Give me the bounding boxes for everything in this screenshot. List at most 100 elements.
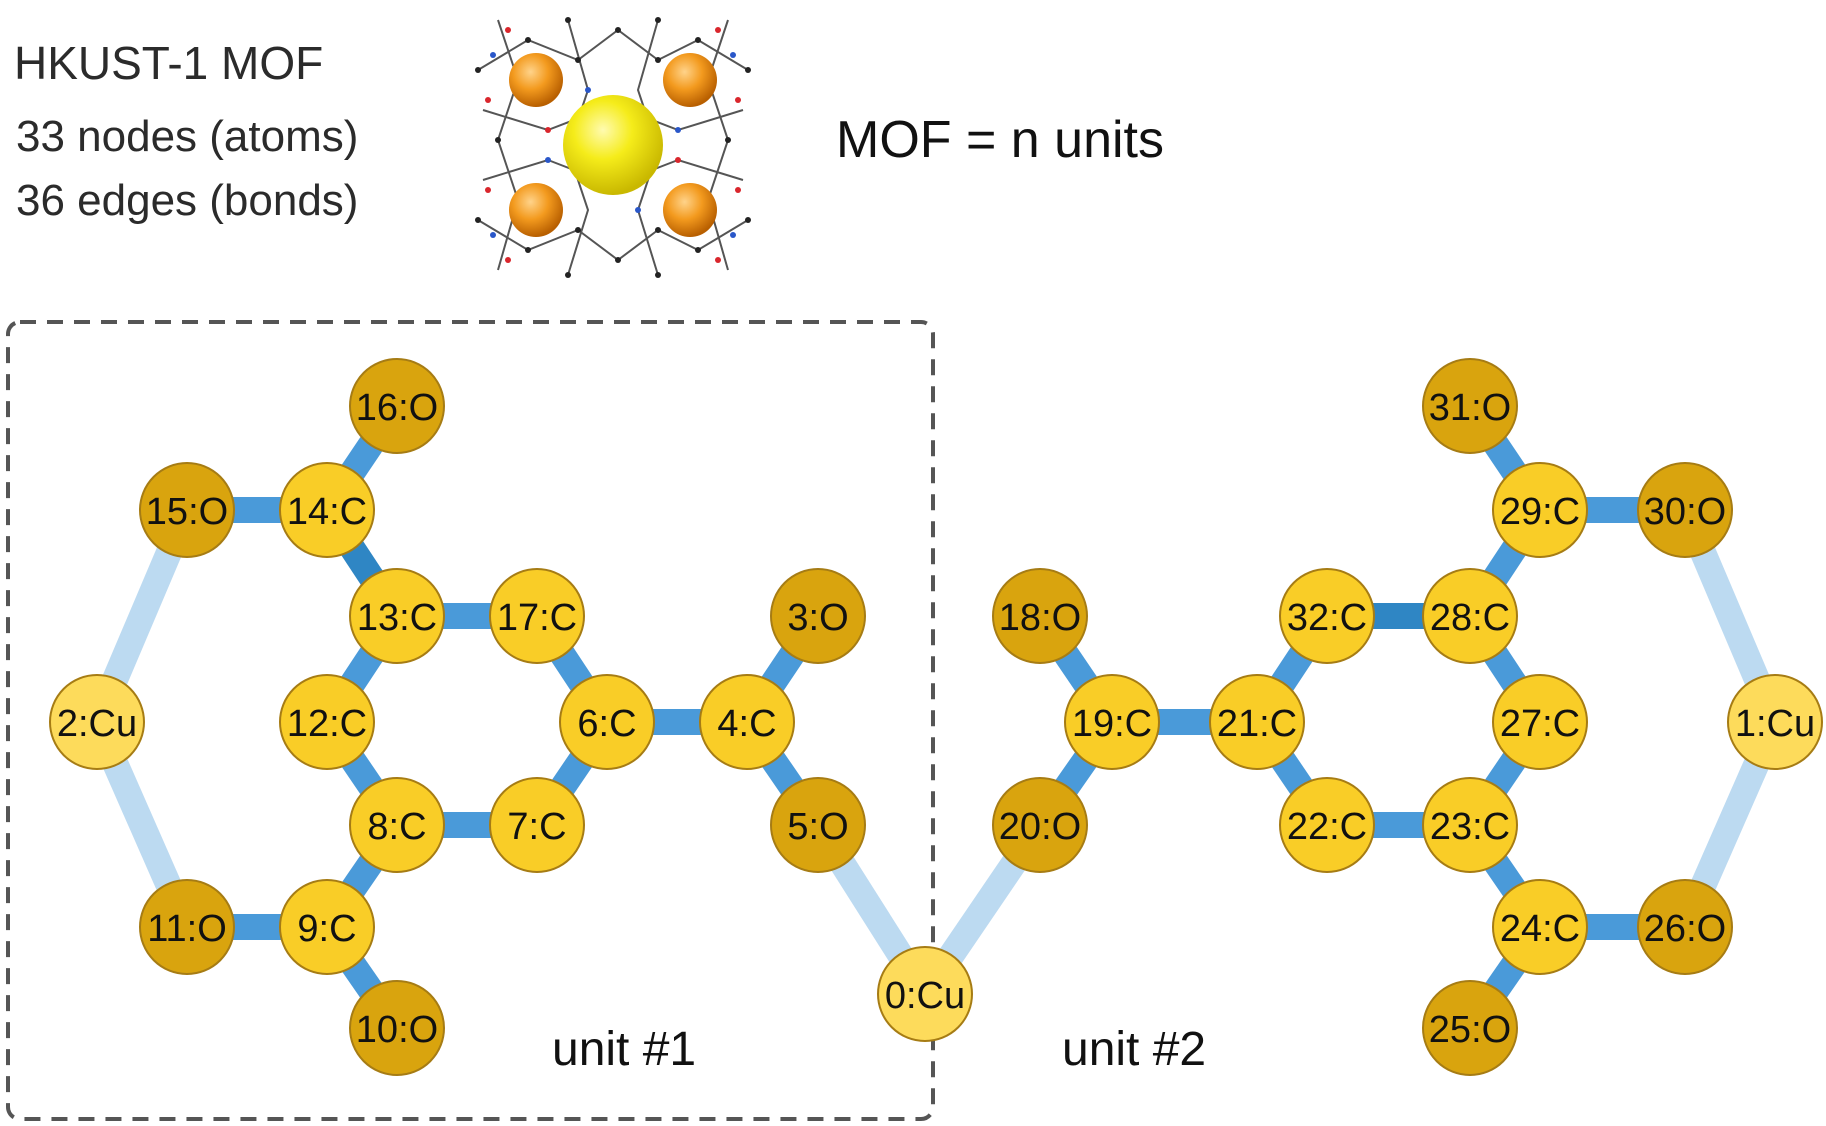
atom-circle-21 [1209,674,1305,770]
unit-1-label: unit #1 [552,1023,697,1076]
atom-nodes: 0:Cu 1:Cu 2:Cu 3:O 4:C 5:O 6:C 7:C 8:C 9:C 10:O 11:… [49,358,1823,1076]
atom-label-26: 26:O [1644,908,1726,950]
atom-node-18: 18:O [992,568,1088,664]
atom-node-13: 13:C [349,568,445,664]
atom-label-20: 20:O [999,806,1081,848]
atom-node-32: 32:C [1279,568,1375,664]
atom-label-19: 19:C [1072,703,1152,745]
atom-label-6: 6:C [577,703,636,745]
atom-circle-13 [349,568,445,664]
atom-circle-18 [992,568,1088,664]
edge-count-label: 36 edges (bonds) [16,176,359,225]
atom-node-9: 9:C [279,879,375,975]
atom-node-7: 7:C [489,777,585,873]
atom-circle-30 [1637,462,1733,558]
atom-circle-4 [699,674,795,770]
atom-label-30: 30:O [1644,491,1726,533]
atom-circle-0 [877,946,973,1042]
atom-circle-27 [1492,674,1588,770]
atom-label-21: 21:C [1217,703,1297,745]
atom-circle-16 [349,358,445,454]
atom-label-25: 25:O [1429,1009,1511,1051]
pore-sphere-orange-top-right [663,53,717,107]
atom-node-30: 30:O [1637,462,1733,558]
atom-node-25: 25:O [1422,980,1518,1076]
atom-circle-15 [139,462,235,558]
atom-node-0: 0:Cu [877,946,973,1042]
atom-node-10: 10:O [349,980,445,1076]
atom-node-14: 14:C [279,462,375,558]
pore-sphere-orange-top-left [509,53,563,107]
atom-label-32: 32:C [1287,597,1367,639]
atom-node-15: 15:O [139,462,235,558]
atom-circle-11 [139,879,235,975]
atom-circle-28 [1422,568,1518,664]
atom-node-11: 11:O [139,879,235,975]
atom-circle-8 [349,777,445,873]
atom-label-1: 1:Cu [1735,703,1815,745]
atom-label-28: 28:C [1430,597,1510,639]
atom-circle-3 [770,568,866,664]
atom-circle-7 [489,777,585,873]
framework-atoms-blue [490,52,736,238]
atom-label-23: 23:C [1430,806,1510,848]
pore-sphere-orange-bottom-left [509,183,563,237]
atom-node-24: 24:C [1492,879,1588,975]
atom-node-28: 28:C [1422,568,1518,664]
atom-label-5: 5:O [787,806,848,848]
atom-label-18: 18:O [999,597,1081,639]
atom-label-27: 27:C [1500,703,1580,745]
atom-label-12: 12:C [287,703,367,745]
atom-node-12: 12:C [279,674,375,770]
atom-node-6: 6:C [559,674,655,770]
atom-label-16: 16:O [356,387,438,429]
atom-node-21: 21:C [1209,674,1305,770]
atom-circle-9 [279,879,375,975]
atom-label-9: 9:C [297,908,356,950]
atom-circle-1 [1727,674,1823,770]
atom-node-26: 26:O [1637,879,1733,975]
atom-label-2: 2:Cu [57,703,137,745]
atom-label-3: 3:O [787,597,848,639]
atom-circle-31 [1422,358,1518,454]
atom-circle-32 [1279,568,1375,664]
atom-circle-17 [489,568,585,664]
atom-circle-2 [49,674,145,770]
atom-circle-24 [1492,879,1588,975]
atom-circle-29 [1492,462,1588,558]
unit-2-label: unit #2 [1062,1023,1207,1076]
mof-units-equation: MOF = n units [836,111,1164,169]
atom-circle-26 [1637,879,1733,975]
atom-node-2: 2:Cu [49,674,145,770]
atom-circle-25 [1422,980,1518,1076]
atom-label-31: 31:O [1429,387,1511,429]
atom-circle-6 [559,674,655,770]
atom-node-4: 4:C [699,674,795,770]
atom-node-17: 17:C [489,568,585,664]
atom-node-1: 1:Cu [1727,674,1823,770]
atom-label-8: 8:C [367,806,426,848]
atom-label-11: 11:O [147,908,227,950]
atom-circle-20 [992,777,1088,873]
atom-label-24: 24:C [1500,908,1580,950]
mof-name-label: HKUST-1 MOF [14,37,324,89]
atom-label-4: 4:C [717,703,776,745]
hkust1-crystal-structure-image [475,17,751,278]
node-count-label: 33 nodes (atoms) [16,112,359,161]
atom-circle-19 [1064,674,1160,770]
atom-node-3: 3:O [770,568,866,664]
atom-label-14: 14:C [287,491,367,533]
pore-sphere-orange-bottom-right [663,183,717,237]
atom-label-7: 7:C [507,806,566,848]
atom-label-29: 29:C [1500,491,1580,533]
atom-label-17: 17:C [497,597,577,639]
atom-label-10: 10:O [356,1009,438,1051]
atom-circle-22 [1279,777,1375,873]
atom-node-20: 20:O [992,777,1088,873]
atom-node-19: 19:C [1064,674,1160,770]
atom-label-15: 15:O [146,491,228,533]
atom-node-23: 23:C [1422,777,1518,873]
pore-sphere-yellow-center [563,95,663,195]
